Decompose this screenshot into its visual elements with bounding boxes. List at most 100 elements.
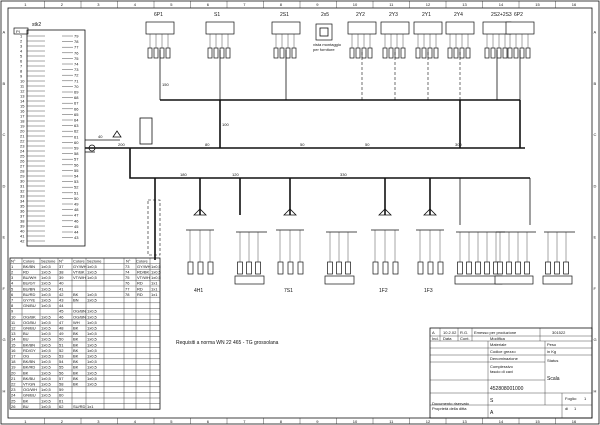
table-cell: 1x0,5 — [87, 337, 98, 342]
field-codice: Codice grezzo — [490, 349, 516, 354]
pin-number: 42 — [20, 239, 25, 244]
terminal-block — [494, 231, 536, 285]
terminal — [465, 47, 471, 59]
table-cell: 76 — [125, 281, 130, 286]
table-cell: 49 — [59, 331, 64, 336]
bottom-component: 1F2 — [371, 208, 399, 294]
column-label: 1 — [24, 2, 27, 7]
rev-h-data: Data — [443, 336, 452, 341]
column-label: 6 — [207, 2, 210, 7]
terminal — [382, 47, 388, 59]
row-label: B — [594, 81, 597, 86]
table-cell: 25 — [11, 398, 16, 403]
row-label: F — [3, 286, 6, 291]
table-cell: 1x0,5 — [87, 376, 98, 381]
pin-number: 29 — [20, 174, 25, 179]
table-cell: 42 — [59, 292, 64, 297]
table-cell: BU/RD — [23, 292, 36, 297]
terminal-blocks — [234, 231, 575, 285]
pin-number: 76 — [74, 50, 79, 55]
connector-label: PI — [16, 29, 20, 34]
grommet-icon — [88, 144, 96, 152]
table-cell: BK — [73, 365, 79, 370]
table-cell: RD/GY — [23, 348, 36, 353]
terminal — [497, 261, 503, 275]
pin-number: 75 — [74, 56, 79, 61]
pin-number: 51 — [74, 190, 79, 195]
column-label: 8 — [280, 419, 283, 424]
title-block-frame — [429, 327, 593, 419]
terminal — [507, 47, 513, 59]
table-cell: 39 — [59, 275, 64, 280]
table-cell: BU — [23, 404, 29, 409]
table-cell: BK — [73, 370, 79, 375]
column-label: 13 — [462, 2, 467, 7]
pin-number: 20 — [20, 129, 25, 134]
segment-lengths: 200 40 80 50 50 300 180 120 330 100 150 — [98, 82, 462, 177]
pin-number: 57 — [74, 157, 79, 162]
top-component: 2Y1 — [413, 12, 443, 59]
pin-number: 49 — [74, 202, 79, 207]
pin-number: 28 — [20, 169, 25, 174]
table-cell: 1 — [11, 264, 14, 269]
pin-number: 3 — [20, 44, 23, 49]
table-cell: BK — [23, 398, 29, 403]
table-cell: 1x0,5 — [41, 337, 52, 342]
len-330: 330 — [340, 172, 347, 177]
pin-number: 71 — [74, 78, 79, 83]
pin-number: 54 — [74, 174, 79, 179]
table-header: Colore — [23, 258, 36, 263]
table-cell: 4 — [11, 281, 14, 286]
len-180: 180 — [180, 172, 187, 177]
pin-number: 45 — [74, 224, 79, 229]
terminal — [484, 261, 490, 275]
pin-number: 25 — [20, 154, 25, 159]
pin-number: 66 — [74, 106, 79, 111]
table-cell: OG/BN — [73, 314, 86, 319]
viewer-note-line2: per fornitore — [313, 47, 335, 52]
terminal — [273, 47, 279, 59]
table-cell: 1x0,5 — [87, 309, 98, 314]
component-name: 2S2+2S3 — [491, 12, 512, 18]
table-cell: 1x0,5 — [41, 404, 52, 409]
component-name: 7S1 — [284, 288, 293, 294]
table-cell: BU/WH — [23, 275, 36, 280]
table-frame — [9, 257, 161, 410]
table-cell: 1x0,5 — [87, 320, 98, 325]
table-cell: OG/WH — [23, 387, 37, 392]
table-cell: BK — [73, 292, 79, 297]
table-cell: 77 — [125, 286, 130, 291]
column-label: 10 — [353, 419, 358, 424]
table-cell: 1x0,5 — [41, 303, 52, 308]
component-name: 2Y3 — [389, 12, 398, 18]
pin-number: 78 — [74, 39, 79, 44]
terminal — [277, 261, 284, 275]
table-cell: 1x0,5 — [87, 275, 98, 280]
table-cell: OG/BN — [73, 309, 86, 314]
field-peso-unit: in Kg — [547, 349, 556, 354]
table-cell: 53 — [59, 354, 64, 359]
table-cell: 1x0,5 — [41, 314, 52, 319]
pin-number: 12 — [20, 89, 25, 94]
table-cell: 50 — [59, 337, 64, 342]
table-cell: BK — [73, 376, 79, 381]
top-component: 2S2+2S3 — [482, 12, 512, 59]
table-cell: 1x0,5 — [41, 326, 52, 331]
table-cell: 1x0,5 — [87, 370, 98, 375]
column-label: 2 — [61, 2, 64, 7]
table-cell: RD — [137, 292, 143, 297]
terminal — [382, 261, 389, 275]
pin-number: 73 — [74, 67, 79, 72]
pin-number: 4 — [20, 49, 23, 54]
row-label: A — [3, 30, 6, 35]
sheet-label: Foglio: — [565, 396, 577, 401]
pin-number: 41 — [20, 234, 25, 239]
pin-number: 68 — [74, 95, 79, 100]
top-component: 2Y2 — [347, 12, 377, 59]
terminal — [433, 47, 439, 59]
column-label: 10 — [353, 2, 358, 7]
table-cell: BK — [73, 354, 79, 359]
table-cell: 15 — [11, 342, 16, 347]
table-cell: BU/GY — [23, 281, 36, 286]
